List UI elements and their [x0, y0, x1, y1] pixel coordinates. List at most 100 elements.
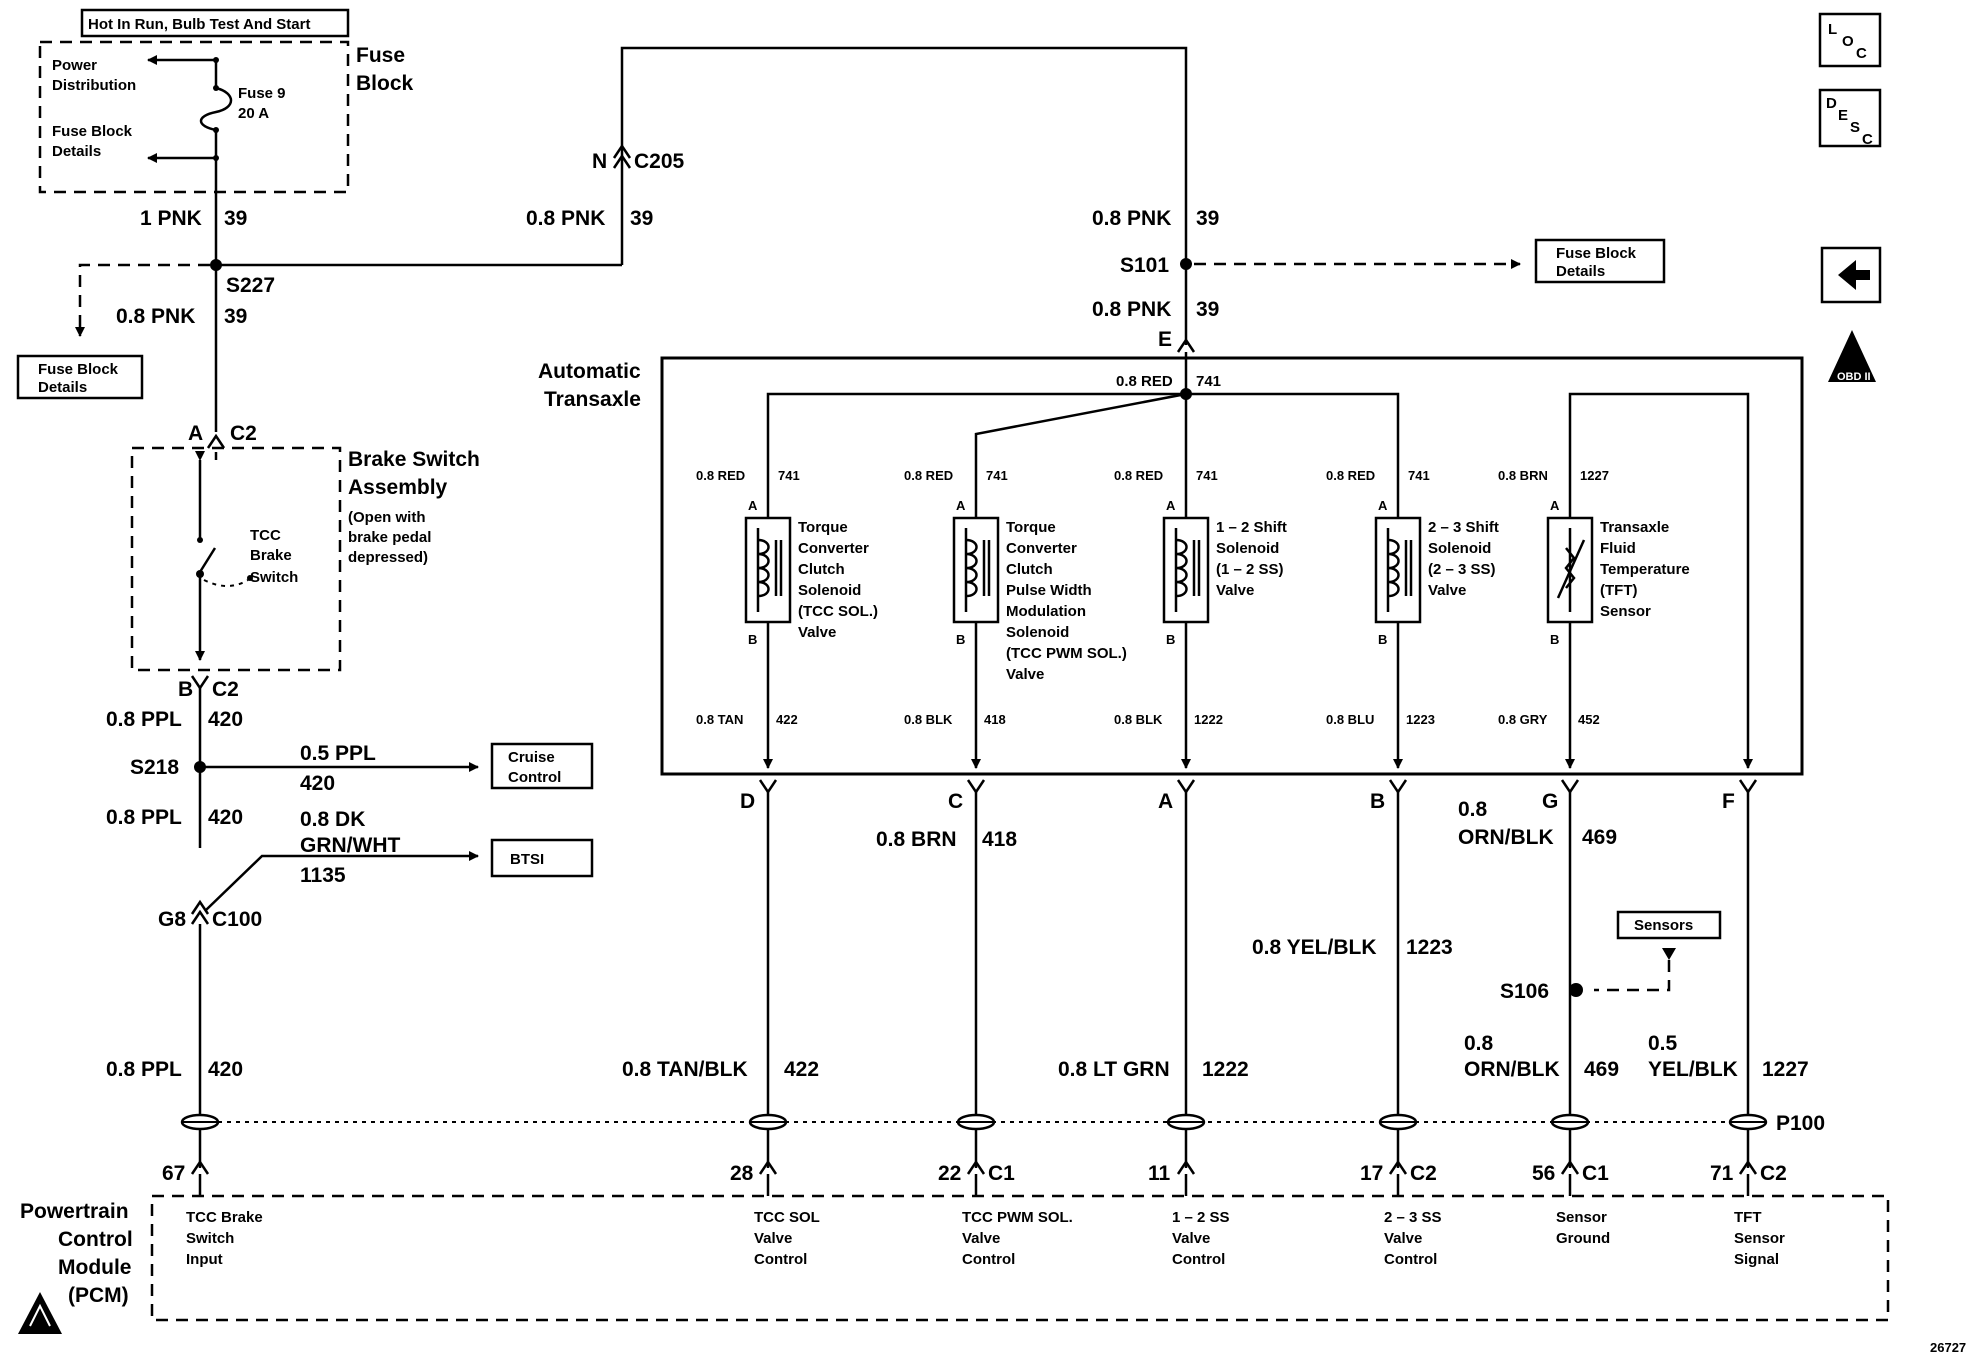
- svg-text:ORN/BLK: ORN/BLK: [1464, 1058, 1560, 1081]
- svg-text:0.8: 0.8: [1464, 1032, 1494, 1055]
- svg-text:Details: Details: [1556, 263, 1605, 280]
- splice-s227-label: S227: [226, 274, 275, 297]
- svg-text:C2: C2: [1760, 1162, 1787, 1185]
- svg-text:0.8 RED: 0.8 RED: [904, 468, 953, 483]
- fuse-block: Fuse Block Power Distribution Fuse 9 20 …: [38, 40, 414, 245]
- svg-text:1 – 2 Shift: 1 – 2 Shift: [1216, 519, 1287, 536]
- connector-c100: [190, 909, 210, 925]
- svg-text:420: 420: [300, 772, 335, 795]
- svg-text:BTSI: BTSI: [510, 851, 544, 868]
- svg-text:Solenoid: Solenoid: [1216, 540, 1279, 557]
- svg-text:Valve: Valve: [1006, 666, 1044, 683]
- svg-text:S101: S101: [1120, 254, 1169, 277]
- svg-text:418: 418: [982, 828, 1017, 851]
- svg-text:Control: Control: [962, 1251, 1015, 1268]
- svg-text:Transaxle: Transaxle: [1600, 519, 1669, 536]
- svg-text:Fuse Block: Fuse Block: [1556, 245, 1637, 262]
- esd-warning-icon: [18, 1292, 62, 1334]
- svg-text:0.8 RED: 0.8 RED: [1114, 468, 1163, 483]
- fuse-9-icon: [199, 86, 233, 132]
- svg-text:B: B: [1370, 790, 1385, 813]
- svg-text:(PCM): (PCM): [68, 1284, 129, 1307]
- svg-text:Sensor: Sensor: [1734, 1230, 1785, 1247]
- svg-text:741: 741: [1196, 373, 1221, 390]
- svg-text:741: 741: [986, 468, 1008, 483]
- header-text: Hot In Run, Bulb Test And Start: [88, 16, 310, 33]
- svg-text:Clutch: Clutch: [1006, 561, 1053, 578]
- svg-text:Transaxle: Transaxle: [544, 388, 641, 411]
- left-circuit: 1 PNK 39 S227 Fuse Block Details 0.8 PNK…: [16, 207, 622, 460]
- svg-text:Valve: Valve: [754, 1230, 792, 1247]
- svg-text:741: 741: [1408, 468, 1430, 483]
- svg-text:(TFT): (TFT): [1600, 582, 1637, 599]
- splice-s106: [1569, 983, 1583, 997]
- svg-text:S106: S106: [1500, 980, 1549, 1003]
- svg-text:39: 39: [1196, 207, 1219, 230]
- lower-circuits: 0.8 BRN 418 0.8 ORN/BLK 469 0.8 YEL/BLK …: [200, 798, 1825, 1135]
- svg-text:Converter: Converter: [798, 540, 869, 557]
- fuse-details-label-1: Fuse Block: [52, 123, 133, 140]
- svg-text:O: O: [1842, 33, 1854, 50]
- svg-text:C2: C2: [1410, 1162, 1437, 1185]
- svg-text:Valve: Valve: [962, 1230, 1000, 1247]
- svg-text:C2: C2: [212, 678, 239, 701]
- svg-text:TCC: TCC: [250, 527, 281, 544]
- svg-text:Valve: Valve: [1216, 582, 1254, 599]
- svg-text:Control: Control: [508, 769, 561, 786]
- svg-text:0.8 RED: 0.8 RED: [696, 468, 745, 483]
- svg-text:Switch: Switch: [250, 569, 298, 586]
- svg-text:P100: P100: [1776, 1112, 1825, 1135]
- back-arrow-icon[interactable]: [1820, 246, 1882, 304]
- svg-text:17: 17: [1360, 1162, 1383, 1185]
- svg-text:Powertrain: Powertrain: [20, 1200, 129, 1223]
- svg-text:0.8 BLU: 0.8 BLU: [1326, 712, 1374, 727]
- solenoid-coil-icon: [1175, 538, 1188, 598]
- svg-text:Module: Module: [58, 1256, 132, 1279]
- svg-text:C1: C1: [1582, 1162, 1609, 1185]
- svg-text:420: 420: [208, 708, 243, 731]
- svg-text:YEL/BLK: YEL/BLK: [1648, 1058, 1738, 1081]
- svg-text:(1 – 2 SS): (1 – 2 SS): [1216, 561, 1284, 578]
- svg-text:C: C: [1862, 131, 1873, 148]
- svg-text:418: 418: [984, 712, 1006, 727]
- header-box: Hot In Run, Bulb Test And Start: [80, 8, 350, 38]
- svg-text:1227: 1227: [1762, 1058, 1809, 1081]
- svg-text:28: 28: [730, 1162, 754, 1185]
- svg-text:Temperature: Temperature: [1600, 561, 1690, 578]
- svg-text:B: B: [178, 678, 193, 701]
- svg-text:1222: 1222: [1194, 712, 1223, 727]
- svg-text:G: G: [1542, 790, 1558, 813]
- loc-icon[interactable]: L O C: [1818, 12, 1882, 68]
- svg-text:741: 741: [778, 468, 800, 483]
- svg-text:A: A: [1550, 498, 1560, 513]
- svg-text:422: 422: [776, 712, 798, 727]
- svg-text:A: A: [748, 498, 758, 513]
- svg-text:Sensor: Sensor: [1556, 1209, 1607, 1226]
- device-body: [1162, 516, 1210, 624]
- svg-text:Solenoid: Solenoid: [1428, 540, 1491, 557]
- svg-text:Control: Control: [754, 1251, 807, 1268]
- desc-icon[interactable]: D E S C: [1818, 88, 1882, 148]
- svg-text:0.8 PNK: 0.8 PNK: [1092, 207, 1171, 230]
- svg-text:Converter: Converter: [1006, 540, 1077, 557]
- svg-text:C: C: [1856, 45, 1867, 62]
- svg-text:0.8 PNK: 0.8 PNK: [526, 207, 605, 230]
- svg-text:F: F: [1722, 790, 1735, 813]
- svg-text:B: B: [956, 632, 965, 647]
- svg-text:B: B: [748, 632, 757, 647]
- svg-text:0.8 BLK: 0.8 BLK: [904, 712, 953, 727]
- pcm-module: Powertrain Control Module (PCM): [18, 1194, 1890, 1334]
- svg-text:0.8 BLK: 0.8 BLK: [1114, 712, 1163, 727]
- fuse-label-1: Fuse 9: [238, 85, 286, 102]
- svg-text:39: 39: [1196, 298, 1219, 321]
- svg-text:A: A: [1378, 498, 1388, 513]
- svg-text:0.5 PPL: 0.5 PPL: [300, 742, 376, 765]
- svg-text:B: B: [1166, 632, 1175, 647]
